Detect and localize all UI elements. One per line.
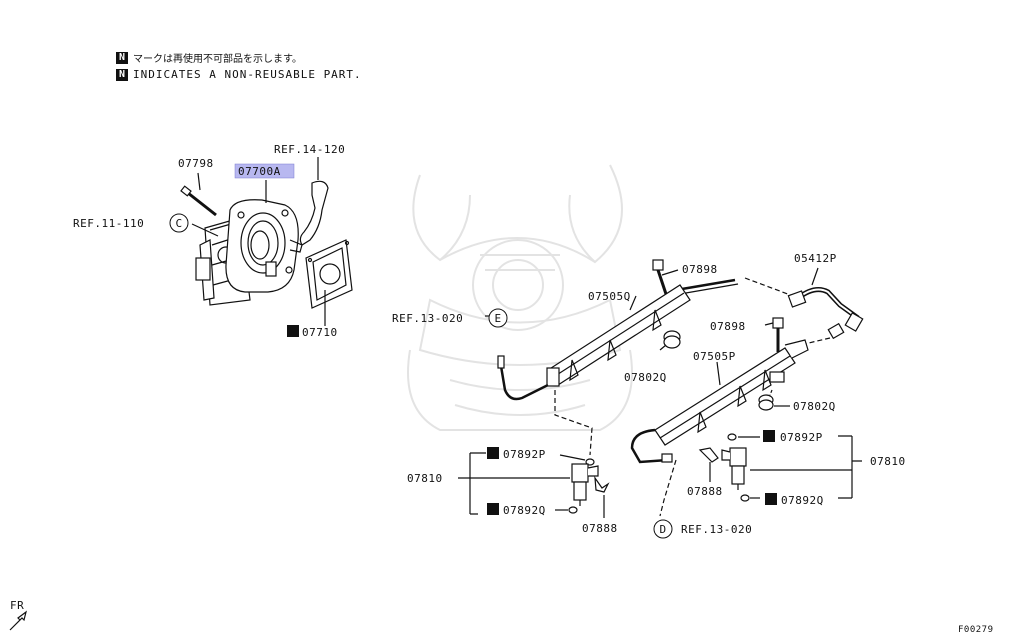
n-badge-label: N (489, 503, 496, 516)
ref-label-13-020-left[interactable]: REF.13-020 (392, 312, 463, 325)
legend-line-japanese: N マークは再使用不可部品を示します。 (116, 50, 302, 65)
part-label-07892Q-left[interactable]: 07892Q (503, 504, 546, 517)
figure-code: F00279 (958, 625, 994, 635)
legend-text-english: INDICATES A NON-REUSABLE PART. (133, 68, 362, 81)
legend-line-english: N INDICATES A NON-REUSABLE PART. (116, 68, 362, 81)
part-label-07505Q[interactable]: 07505Q (588, 290, 631, 303)
non-reusable-badge: N (116, 51, 128, 64)
part-label-07700A[interactable]: 07700A (238, 165, 281, 178)
fuel-hose-05412P-icon (787, 287, 864, 340)
part-label-07710[interactable]: 07710 (302, 326, 338, 339)
part-label-07798[interactable]: 07798 (178, 157, 214, 170)
oring-07892P-left-icon (585, 458, 595, 466)
watermark-emblem (407, 164, 633, 431)
damper-07802Q-left-icon (663, 330, 681, 349)
highlight-07700A (234, 163, 295, 179)
n-badge-label: N (289, 325, 296, 338)
part-label-07898-mid[interactable]: 07898 (710, 320, 746, 333)
part-label-07802Q-right[interactable]: 07802Q (793, 400, 836, 413)
injector-right-group (698, 433, 862, 502)
gasket-07710-icon (305, 239, 353, 309)
part-label-07892P-left[interactable]: 07892P (503, 448, 546, 461)
part-label-07505P[interactable]: 07505P (693, 350, 736, 363)
n-badge-07710 (287, 325, 299, 337)
part-label-05412P[interactable]: 05412P (794, 252, 837, 265)
injector-left-group (458, 452, 610, 518)
part-label-07898-top[interactable]: 07898 (682, 263, 718, 276)
n-badge-07892P-left (487, 447, 499, 459)
part-label-07888-left[interactable]: 07888 (582, 522, 618, 535)
fuel-rail-lower-group (630, 267, 864, 517)
bolt-07898-mid-icon (772, 317, 784, 352)
throttle-body-07700A-icon (225, 199, 303, 293)
n-badge-07892P-right (763, 430, 775, 442)
legend-text-japanese: マークは再使用不可部品を示します。 (133, 54, 302, 65)
n-badge-label: N (489, 447, 496, 460)
fuel-rail-07505P-icon (654, 339, 809, 446)
ref-label-11-110[interactable]: REF.11-110 (73, 217, 144, 230)
circle-ref-e (488, 308, 508, 328)
front-direction-label: FR (10, 599, 24, 612)
hose-ref-14-120-icon (299, 180, 329, 246)
part-label-07892Q-right[interactable]: 07892Q (781, 494, 824, 507)
circle-letter-e: E (494, 312, 501, 325)
damper-07802Q-right-icon (758, 394, 774, 411)
front-arrow-icon (9, 610, 27, 631)
oring-07892Q-left-icon (568, 506, 578, 514)
n-badge-07892Q-left (487, 503, 499, 515)
n-badge-label: N (767, 493, 774, 506)
injector-07810-left-icon (571, 463, 599, 506)
circle-ref-c (169, 213, 189, 233)
fuel-rail-group (485, 259, 794, 456)
part-label-07892P-right[interactable]: 07892P (780, 431, 823, 444)
n-badge-label: N (765, 430, 772, 443)
fuel-rail-07505Q-icon (546, 284, 691, 387)
oring-07892Q-right-icon (740, 494, 750, 502)
injector-07810-right-icon (721, 447, 747, 490)
bolt-07798-icon (180, 185, 217, 217)
circle-letter-d: D (659, 523, 666, 536)
clip-07888-right-icon (698, 447, 719, 463)
throttle-body-group (180, 157, 353, 326)
part-label-07888-right[interactable]: 07888 (687, 485, 723, 498)
oring-07892P-right-icon (727, 433, 737, 441)
part-label-07810-right[interactable]: 07810 (870, 455, 906, 468)
ref-label-13-020-bottom[interactable]: REF.13-020 (681, 523, 752, 536)
ref-label-14-120[interactable]: REF.14-120 (274, 143, 345, 156)
clip-07888-left-icon (594, 475, 610, 493)
non-reusable-badge: N (116, 68, 128, 81)
n-badge-07892Q-right (765, 493, 777, 505)
circle-ref-d (653, 519, 673, 539)
part-label-07810-left[interactable]: 07810 (407, 472, 443, 485)
circle-letter-c: C (175, 217, 182, 230)
part-label-07802Q-left[interactable]: 07802Q (624, 371, 667, 384)
